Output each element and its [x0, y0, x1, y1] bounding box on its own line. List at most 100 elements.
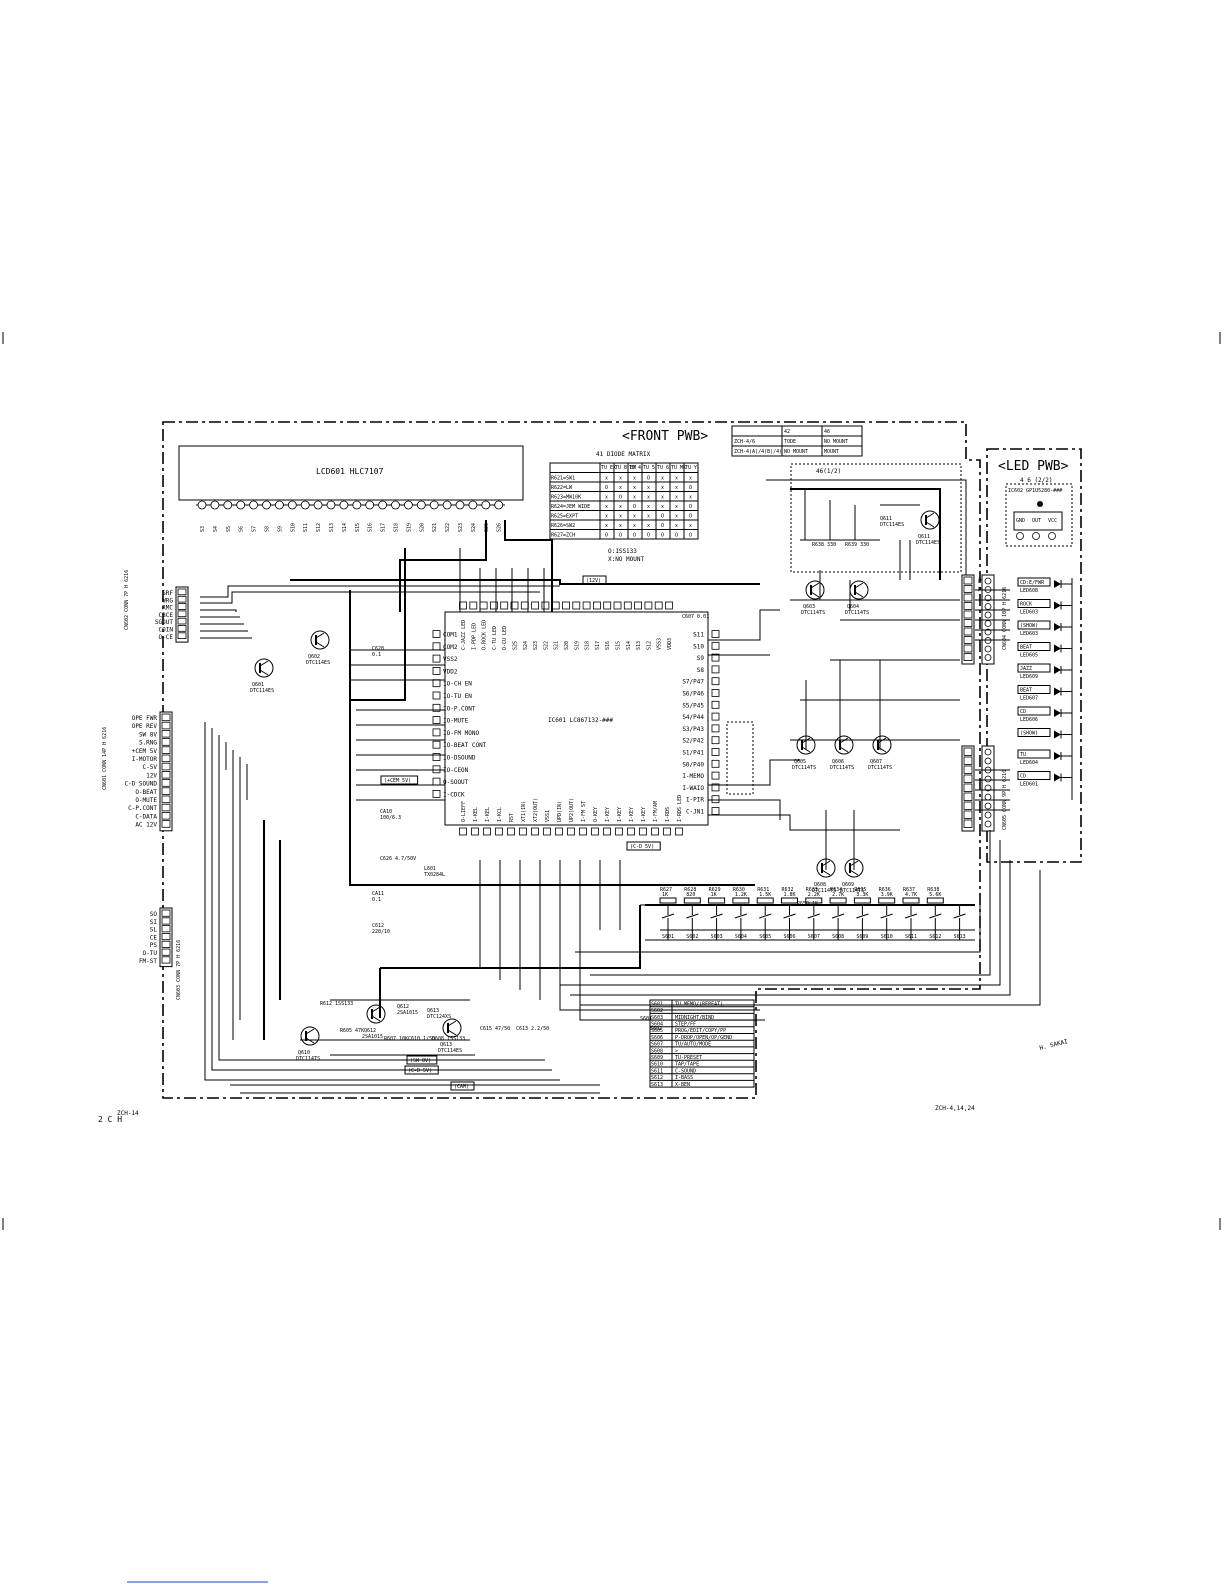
ladder-switch-contact	[904, 913, 918, 919]
ic-pin-right-label: S10	[693, 643, 704, 650]
cn601-label: CN601 CONN 14P H 6216	[102, 727, 108, 790]
transistor-collector	[371, 1006, 381, 1013]
led-label: ROCK	[1020, 602, 1032, 608]
ic-pin-left	[432, 703, 441, 712]
ic-pin-top	[613, 601, 622, 610]
led-icon	[1054, 773, 1061, 782]
ic-pin-left-label: IO-FM MONO	[443, 730, 480, 737]
lcd-pin	[455, 500, 465, 510]
diode-matrix-cell: O	[619, 495, 622, 501]
ic-pin-left-label: IO-BEAT CONT	[443, 742, 487, 749]
ic-pin-top-label: S24	[523, 641, 529, 650]
cn601-pin-label: SW 8V	[139, 731, 157, 738]
ic-pin-bottom	[459, 827, 467, 836]
diode-matrix-cell: x	[619, 476, 622, 482]
lcd-segment-label: S7	[252, 526, 258, 532]
diode-matrix-cell: O	[689, 533, 692, 539]
led-ref: LED605	[1020, 653, 1038, 659]
svg-text:2SA1015: 2SA1015	[397, 1010, 418, 1016]
lcd-pin	[339, 500, 349, 510]
diode-matrix-note-1: O:1SS133	[608, 548, 637, 555]
diode-matrix-column: TU MK	[671, 465, 686, 471]
svg-text:Q613: Q613	[427, 1008, 439, 1014]
svg-text:Q611: Q611	[880, 516, 892, 522]
transistor-symbol	[834, 735, 854, 755]
ladder-resistor	[902, 897, 920, 904]
ic-pin-left-label: O-SOOUT	[443, 779, 469, 786]
led-ic-pin	[1016, 532, 1024, 540]
diode-matrix-cell: x	[605, 514, 608, 520]
cn605-pin	[963, 819, 973, 828]
lcd-pin	[378, 500, 388, 510]
ic-pin-right-label: I-WAIO	[682, 785, 704, 792]
svg-text:R638 330: R638 330	[812, 542, 836, 548]
ic-pin-bottom-label: I-KCL	[497, 807, 503, 822]
bus-label: (SW 8V)	[410, 1058, 431, 1064]
svg-text:C626 4.7/50V: C626 4.7/50V	[380, 856, 416, 862]
ic-pin-top	[654, 601, 663, 610]
diode-matrix-row-label: R621=SW1	[551, 476, 575, 482]
ic-pin-right-label: S9	[697, 655, 705, 662]
ic-pin-top-label: S16	[605, 641, 611, 650]
ladder-switch-ref: S602	[686, 934, 698, 940]
led-connector-pin	[984, 775, 992, 783]
ic-pin-top-label: S13	[636, 641, 642, 650]
diode-matrix-cell: x	[619, 523, 622, 529]
led-ic-body	[1013, 511, 1063, 531]
cn602-pin-label: O-CE	[159, 634, 174, 641]
svg-text:220/10: 220/10	[372, 929, 390, 935]
cn601-pin-label: C-DATA	[135, 813, 157, 820]
ladder-switch-ref: S607	[808, 934, 820, 940]
diode-matrix-cell: O	[619, 533, 622, 539]
switch-ladder: R6271KS601R628820S602R6291KS603R6301.2KS…	[659, 887, 966, 940]
cn602-pin	[177, 617, 187, 625]
ic-pin-bottom	[663, 827, 671, 836]
transistor-ref: Q603	[803, 604, 815, 610]
ladder-switch-ref: S610	[881, 934, 893, 940]
cn601-pin	[161, 779, 171, 787]
ladder-resistor-ref: R629	[709, 887, 721, 893]
lcd-segment-label: S19	[406, 523, 412, 532]
diode-matrix-cell: x	[661, 504, 664, 510]
cn603-pin-label: CE	[150, 934, 158, 941]
ladder-switch-contact	[686, 913, 699, 919]
diode-array-outline	[726, 721, 754, 795]
cn601-pin-label: I-MOTOR	[132, 756, 158, 763]
footer-left-sub: ZCH-14	[117, 1110, 139, 1117]
ladder-switch-ref: S605	[759, 934, 771, 940]
lcd-pin	[481, 500, 491, 510]
diode-matrix-cell: O	[605, 485, 608, 491]
diode-matrix-cell: O	[689, 504, 692, 510]
ladder-resistor-value: 4.7K	[905, 892, 917, 898]
lcd-segment-label: S4	[213, 526, 219, 532]
ic-pin-bottom	[531, 827, 539, 836]
diode-matrix-column: TU B EM	[615, 465, 636, 471]
led-connector-pin	[984, 645, 992, 653]
ic-pin-bottom	[567, 827, 575, 836]
ic-pin-right	[711, 630, 720, 638]
mount-table-text: NO MOUNT	[824, 439, 848, 445]
lcd-segment-label: S26	[497, 523, 503, 532]
transistor-type: DTC114TS	[792, 765, 816, 771]
diode-matrix-cell: x	[675, 476, 678, 482]
svg-text:C610 1/50: C610 1/50	[408, 1036, 435, 1042]
cn605-pin	[963, 783, 973, 792]
diode-matrix-cell: x	[619, 514, 622, 520]
ic-pin-top-label: S18	[585, 641, 591, 650]
ic-pin-top	[562, 601, 570, 610]
transistor-ref: Q601	[252, 682, 264, 688]
led-label-box	[1017, 706, 1051, 716]
ic-pin-top	[520, 601, 529, 610]
ic-pin-bottom	[507, 827, 515, 836]
cn601-pin-label: AC 12V	[135, 822, 157, 829]
led-label: CD	[1020, 774, 1026, 780]
ic-pin-top	[572, 601, 581, 610]
ladder-resistor-ref: R635	[854, 887, 866, 893]
ladder-resistor-value: 820	[686, 892, 695, 898]
ladder-resistor-ref: R638	[927, 887, 939, 893]
ic-pin-right	[711, 736, 720, 745]
mount-table-text: 46	[824, 429, 830, 435]
cn601-pin-label: C-D SOUND	[124, 781, 157, 788]
ic-pin-bottom-label: I-KEL	[473, 807, 479, 822]
